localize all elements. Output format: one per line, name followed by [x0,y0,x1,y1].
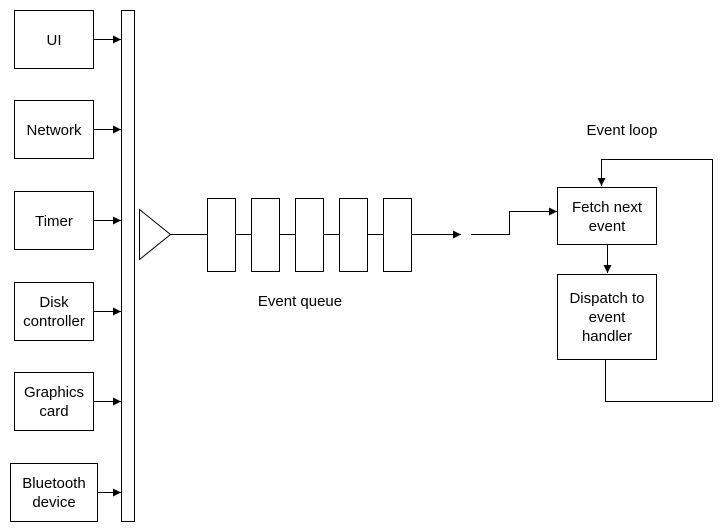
queue-slot [383,198,412,272]
dispatch-label-line1: Dispatch to [569,290,644,307]
loop-back-arrow [597,159,713,402]
source-label-graphics-line2: card [39,403,68,420]
source-label-timer: Timer [35,213,73,230]
source-network: Network [14,100,121,159]
queue-slot [207,198,236,272]
fetch-label-line1: Fetch next [572,199,643,216]
source-ui: UI [14,10,121,69]
source-label-graphics-line1: Graphics [24,384,84,401]
source-label-disk-line1: Disk [39,294,69,311]
source-disk-controller: Disk controller [14,282,121,341]
fetch-label-line2: event [589,218,627,235]
event-loop-title: Event loop [587,122,658,139]
source-label-disk-line2: controller [23,313,85,330]
dispatch-to-handler-box [557,274,657,360]
source-bluetooth-device: Bluetooth device [10,463,121,522]
event-bus-bar [121,10,135,522]
source-box-bluetooth-device [10,463,98,522]
source-label-ui: UI [47,32,62,49]
source-box-timer [14,191,94,250]
source-label-bluetooth-line2: device [32,494,75,511]
queue-label: Event queue [258,293,342,310]
queue-entry-triangle [139,208,172,261]
source-box-network [14,100,94,159]
source-label-network: Network [26,122,82,139]
queue-slot [339,198,368,272]
source-graphics-card: Graphics card [14,372,121,431]
fetch-next-event-box [557,187,657,245]
source-timer: Timer [14,191,121,250]
source-label-bluetooth-line1: Bluetooth [22,475,85,492]
source-box-graphics-card [14,372,94,431]
queue-slot [295,198,324,272]
queue-slots [207,198,412,272]
dispatch-label-line2: event [589,309,627,326]
source-box-ui [14,10,94,69]
source-box-disk-controller [14,282,94,341]
queue-slot [251,198,280,272]
dispatch-label-line3: handler [582,328,632,345]
arrow-queue-to-fetch [471,207,557,235]
